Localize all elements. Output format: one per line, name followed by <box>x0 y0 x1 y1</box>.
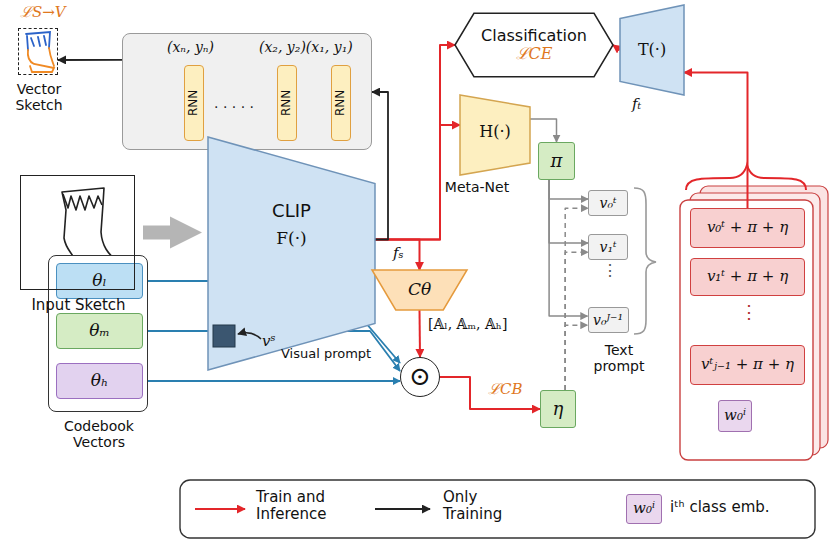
legend-black-line <box>375 508 430 510</box>
loss-label: ℒCB <box>488 381 523 398</box>
codebook-vector-text: θₘ <box>89 321 110 341</box>
connector <box>143 226 186 240</box>
text-prompt-token: v₀ᵗ <box>588 190 628 216</box>
product-circle-text: ⊙ <box>409 362 431 392</box>
connector <box>549 180 587 316</box>
class-embedding: w₀ⁱ <box>718 400 752 432</box>
codebook-classifier: Cθ <box>372 270 467 310</box>
meta-net-text: H(·) <box>460 123 530 141</box>
codebook-vector-text: θₕ <box>91 371 109 391</box>
pi-vector-text: π <box>551 151 563 172</box>
ellipsis-dots: ⋮ <box>740 302 758 323</box>
feature-label: fₜ <box>632 96 641 113</box>
swatch-text: w₀ⁱ <box>633 500 655 517</box>
codebook-vector: θₕ <box>56 363 143 399</box>
connector <box>419 310 422 357</box>
text-prompt-token-text: v₀ᴶ⁻¹ <box>593 312 623 328</box>
text-prompt-token: v₁ᵗ <box>588 234 628 260</box>
legend-text: Only Training <box>443 489 513 524</box>
assignment-label: [𝔸ₗ, 𝔸ₘ, 𝔸ₕ] <box>428 316 507 332</box>
legend-text: Train and Inference <box>256 489 348 524</box>
prompt-token: vᵗⱼ₋₁ + π + η <box>690 345 805 385</box>
connector <box>565 208 588 390</box>
vector-sketch-box-text: Vector Sketch <box>5 81 73 113</box>
text-prompt-token: v₀ᴶ⁻¹ <box>588 307 629 333</box>
rnn-cell-text: RNN <box>334 90 348 116</box>
input-sketch-box-text: Input Sketch <box>11 297 146 314</box>
rnn-cell: RNN <box>277 65 297 141</box>
connector <box>440 377 540 409</box>
prompt-card-stack <box>680 186 828 460</box>
prompt-token: v₀ᵗ + π + η <box>690 208 805 248</box>
codebook-vector: θₘ <box>56 313 143 349</box>
rnn-cell: RNN <box>331 65 351 141</box>
prompt-token: v₁ᵗ + π + η <box>690 258 805 296</box>
vector-sketch-box-text: ℒS→V <box>20 4 66 21</box>
connector <box>375 45 455 240</box>
text-prompt-token-text: v₁ᵗ <box>600 239 617 255</box>
rnn-decoder-panel-text: (x₂, y₂)(x₁, y₁) <box>259 39 353 55</box>
rnn-decoder-panel-text: (xₙ, yₙ) <box>167 39 214 55</box>
connector <box>530 119 557 142</box>
clip-encoder-text: CLIP <box>208 201 375 222</box>
prompt-token-text: vᵗⱼ₋₁ + π + η <box>701 356 794 373</box>
legend-red-line <box>195 508 245 510</box>
eta-vector: η <box>540 390 576 428</box>
ellipsis-dots: ⋮ <box>602 262 618 280</box>
codebook-panel: Codebook Vectorsθₗθₘθₕ <box>48 255 148 412</box>
prompt-token-text: v₀ᵗ + π + η <box>707 219 788 236</box>
connector <box>143 380 400 382</box>
clip-encoder: CLIP F(·) <box>208 137 375 370</box>
legend-swatch: w₀ⁱ <box>626 494 662 524</box>
codebook-vector-text: θₗ <box>92 271 106 291</box>
classification-diamond-text: ℒCE <box>516 45 553 63</box>
feature-label: fₛ <box>393 245 404 262</box>
text-encoder-text: T(·) <box>638 41 666 59</box>
rnn-cell: RNN <box>184 65 204 141</box>
pi-vector: π <box>538 142 575 180</box>
connector <box>613 45 620 50</box>
connector <box>375 240 420 271</box>
prompt-caption: Visual prompt <box>281 347 371 362</box>
eta-vector-text: η <box>553 399 564 420</box>
visual-prompt-art <box>208 137 375 370</box>
meta-net-text: Meta-Net <box>437 179 517 195</box>
rnn-decoder-panel: (xₙ, yₙ) (x₂, y₂)(x₁, y₁) RNN RNN RNN <box>122 33 372 150</box>
clip-encoder-text: F(·) <box>208 229 375 249</box>
meta-net: H(·)Meta-Net <box>460 95 530 175</box>
classification-diamond-text: Classification <box>481 27 587 45</box>
class-embedding-text: w₀ⁱ <box>724 407 746 424</box>
prompt-symbol: vˢ <box>262 333 276 350</box>
prompt-token-text: v₁ᵗ + π + η <box>707 268 788 285</box>
text-encoder: T(·) <box>620 5 684 95</box>
connector <box>58 59 122 61</box>
codebook-classifier-text: Cθ <box>408 280 431 300</box>
connector <box>549 180 588 199</box>
connector <box>684 73 748 209</box>
vector-sketch-drawing <box>26 32 54 72</box>
connector <box>549 180 588 243</box>
ellipsis-dots: · · · · · <box>214 99 254 115</box>
stack-brace <box>686 165 806 190</box>
vector-sketch-box: ℒS→VVector Sketch <box>18 28 58 75</box>
input-sketch-box: Input Sketch <box>20 175 135 290</box>
rnn-cell-text: RNN <box>187 90 201 116</box>
classification-diamond: ClassificationℒCE <box>455 12 613 78</box>
codebook-panel-text: Codebook Vectors <box>49 418 149 450</box>
text-prompt-label: Text prompt <box>588 342 650 374</box>
connector <box>565 252 588 390</box>
rnn-cell-text: RNN <box>280 90 294 116</box>
codebook-vector: θₗ <box>56 263 143 299</box>
text-prompt-brace <box>634 188 656 334</box>
legend-text: iᵗʰ class emb. <box>670 499 770 516</box>
legend-box <box>180 480 815 538</box>
product-circle: ⊙ <box>400 357 440 397</box>
connector <box>565 325 587 390</box>
text-prompt-token-text: v₀ᵗ <box>600 195 617 211</box>
